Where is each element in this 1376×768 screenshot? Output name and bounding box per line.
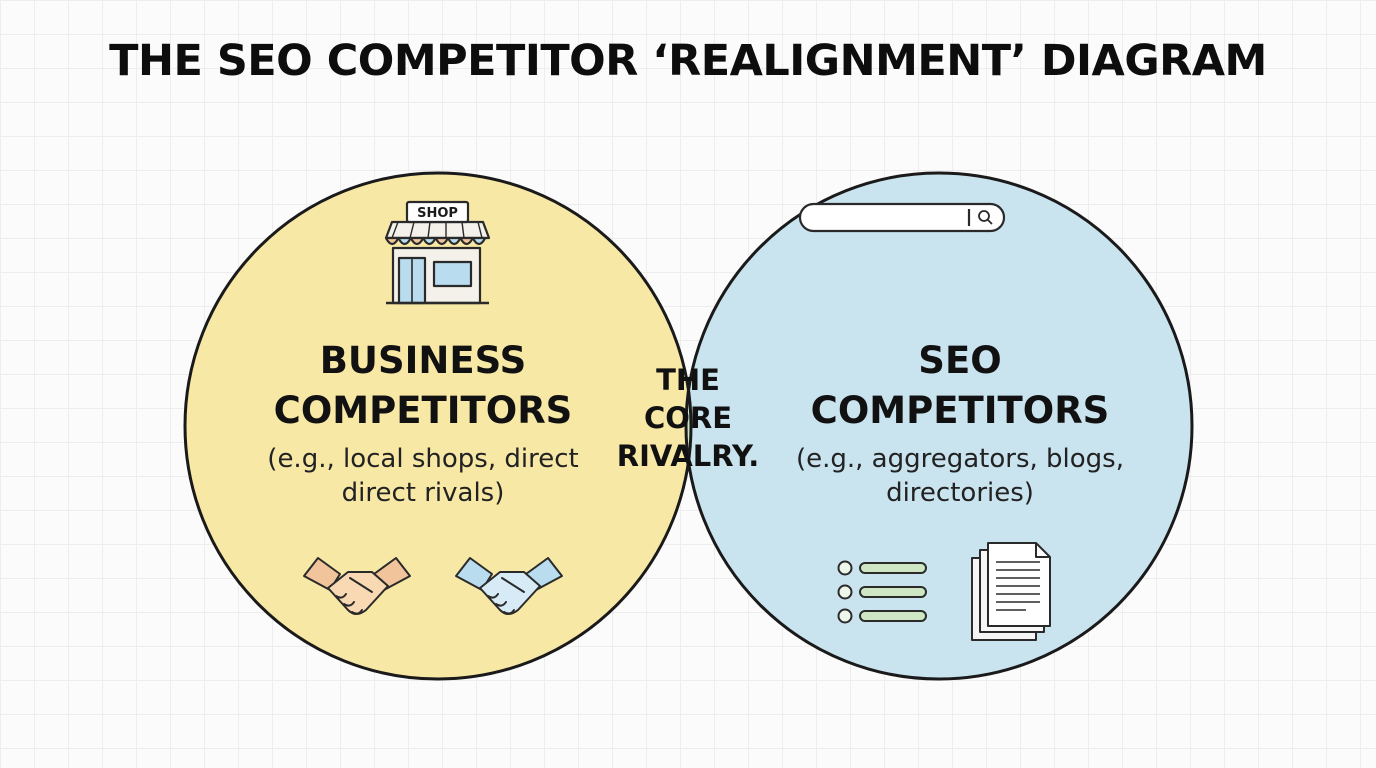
seo-competitors-outline (684, 171, 1194, 681)
seo-competitors-examples: (e.g., aggregators, blogs, directories) (775, 442, 1145, 510)
business-competitors-examples-line: (e.g., local shops, direct (267, 444, 579, 474)
core-rivalry-label: THE CORE RIVALRY. (600, 361, 776, 475)
seo-competitors-heading-line: COMPETITORS (810, 389, 1110, 432)
business-competitors-outline (183, 171, 693, 681)
seo-competitors-examples-line: (e.g., aggregators, blogs, (795, 444, 1124, 474)
seo-competitors-circle (686, 173, 1192, 679)
diagram-title: THE SEO COMPETITOR ‘REALIGNMENT’ DIAGRAM (109, 36, 1267, 86)
shop-icon (384, 200, 491, 305)
business-competitors-examples: (e.g., local shops, direct direct rivals… (238, 442, 608, 510)
list-icon (837, 560, 927, 624)
handshake-icon (455, 557, 563, 615)
seo-competitors-heading-line: SEO (918, 339, 1002, 382)
core-rivalry-label-line: CORE (643, 401, 733, 435)
documents-icon (971, 542, 1051, 641)
business-competitors-circle (185, 173, 691, 679)
business-competitors-heading: BUSINESS COMPETITORS (238, 336, 608, 436)
shop-sign-text: SHOP (417, 206, 458, 221)
business-competitors-heading-line: COMPETITORS (273, 389, 573, 432)
business-competitors-heading-line: BUSINESS (319, 339, 527, 382)
core-rivalry-label-line: THE (656, 363, 720, 397)
handshake-icon (303, 557, 411, 615)
core-rivalry-label-line: RIVALRY. (616, 439, 760, 473)
seo-competitors-examples-line: directories) (886, 478, 1034, 508)
search-bar-icon (798, 202, 1006, 233)
seo-competitors-heading: SEO COMPETITORS (775, 336, 1145, 436)
business-competitors-examples-line: direct rivals) (341, 478, 505, 508)
